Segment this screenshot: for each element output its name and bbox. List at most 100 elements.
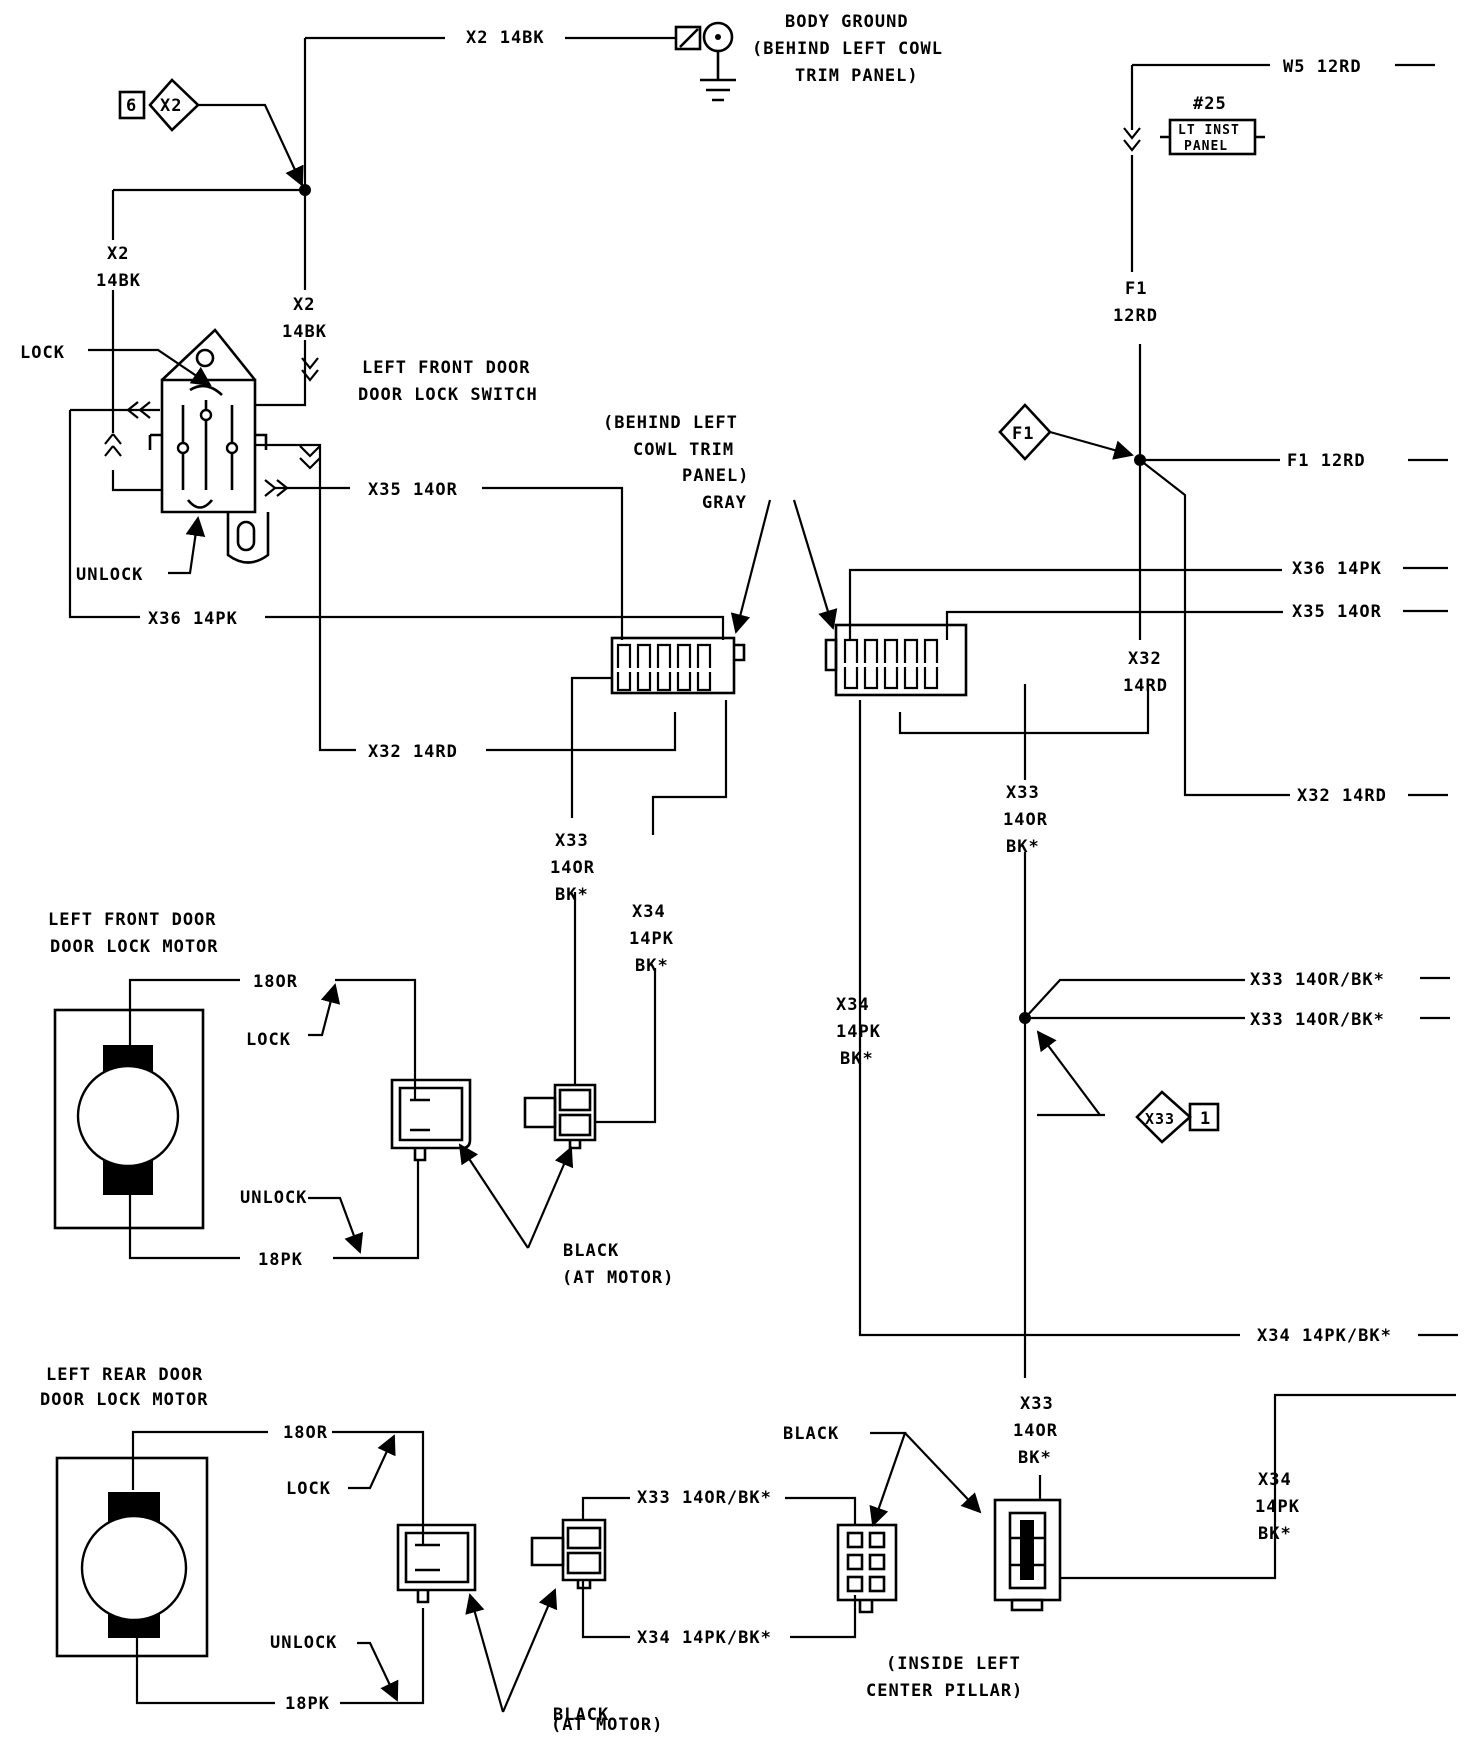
label-x33-right: X33 <box>1006 783 1040 803</box>
label-rear-18pk: 18PK <box>285 1694 330 1714</box>
diamond-x2-ref <box>118 78 200 132</box>
splices <box>299 184 1146 1024</box>
pillar-connector-large <box>993 1498 1062 1612</box>
label-fuse-25: #25 <box>1193 94 1227 114</box>
splice-f1 <box>1134 454 1146 466</box>
label-x33-right-gauge: 14OR <box>1003 810 1048 830</box>
label-x36-left: X36 14PK <box>148 609 238 629</box>
front-harness-plug <box>523 1083 597 1150</box>
label-rear-unlock: UNLOCK <box>270 1633 337 1653</box>
label-x33-bottom-bk: BK* <box>1018 1448 1052 1468</box>
left-front-motor <box>53 1008 205 1230</box>
label-lfd-switch-1: LEFT FRONT DOOR <box>362 358 531 378</box>
fuse-box-25 <box>1160 118 1265 156</box>
splice-x33 <box>1019 1012 1031 1024</box>
label-x34-center: X34 <box>836 995 870 1015</box>
label-x32-right-run: X32 14RD <box>1297 786 1387 806</box>
label-x33-orbk-2: X33 14OR/BK* <box>1250 1010 1385 1030</box>
label-front-18pk: 18PK <box>258 1250 303 1270</box>
label-diamond-x2: X2 <box>160 96 182 116</box>
cowl-connector-right <box>824 623 968 697</box>
label-cowl-1: (BEHIND LEFT <box>603 413 738 433</box>
label-cowl-gray: GRAY <box>702 493 747 513</box>
label-lf-motor-1: LEFT FRONT DOOR <box>48 910 217 930</box>
label-x33-mid-bk: BK* <box>555 885 589 905</box>
label-diamond-x33: X33 <box>1145 1110 1175 1128</box>
label-black-rear-at-motor: (AT MOTOR) <box>551 1715 663 1734</box>
splice-x2 <box>299 184 311 196</box>
label-x34-center-bk: BK* <box>840 1049 874 1069</box>
label-rear-lock: LOCK <box>286 1479 331 1499</box>
rear-harness-plug <box>530 1518 607 1590</box>
pillar-connector-small <box>836 1523 898 1614</box>
label-f1-12rd-right: F1 12RD <box>1287 451 1366 471</box>
door-lock-switch <box>148 328 270 564</box>
label-lr-motor-2: DOOR LOCK MOTOR <box>40 1390 209 1410</box>
label-black-front-at-motor: (AT MOTOR) <box>562 1268 674 1288</box>
label-body-ground: BODY GROUND <box>785 12 909 32</box>
label-x33-bottom-gauge: 14OR <box>1013 1421 1058 1441</box>
label-x34-mid-bk: BK* <box>635 956 669 976</box>
label-f1-gauge: 12RD <box>1113 306 1158 326</box>
chevrons <box>104 127 1141 497</box>
label-x34-bottom-gauge: 14PK <box>1255 1497 1300 1517</box>
diamond-x33-ref <box>1135 1090 1220 1144</box>
label-x2-mid: X2 <box>293 295 315 315</box>
label-x32-right: X32 <box>1128 649 1162 669</box>
label-cowl-3: PANEL) <box>682 466 749 486</box>
label-x32-left: X32 14RD <box>368 742 458 762</box>
body-ground-symbol <box>674 21 736 102</box>
text-labels: X2 14BK BODY GROUND (BEHIND LEFT COWL TR… <box>20 12 1392 1735</box>
label-x34-pkbk-right: X34 14PK/BK* <box>1257 1326 1392 1346</box>
label-x34-mid-gauge: 14PK <box>629 929 674 949</box>
label-x36-right: X36 14PK <box>1292 559 1382 579</box>
label-diamond-x33-num: 1 <box>1200 1109 1211 1129</box>
label-front-18or: 18OR <box>253 972 298 992</box>
label-front-lock: LOCK <box>246 1030 291 1050</box>
label-x34-center-gauge: 14PK <box>836 1022 881 1042</box>
label-cowl-2: COWL TRIM <box>633 440 734 460</box>
wires <box>68 36 1458 1705</box>
label-black-front: BLACK <box>563 1241 619 1261</box>
leader-arrows <box>88 103 1134 1713</box>
label-lfd-switch-2: DOOR LOCK SWITCH <box>358 385 538 405</box>
label-x33-mid-gauge: 14OR <box>550 858 595 878</box>
label-x2-14bk-top: X2 14BK <box>466 28 545 48</box>
label-x34-bottom: X34 <box>1258 1470 1292 1490</box>
label-rear-18or: 18OR <box>283 1423 328 1443</box>
label-x33-orbk-rear: X33 14OR/BK* <box>637 1488 772 1508</box>
label-x32-right-gauge: 14RD <box>1123 676 1168 696</box>
label-lt-inst-panel: PANEL <box>1184 139 1228 154</box>
label-w5-12rd: W5 12RD <box>1283 57 1362 77</box>
label-diamond-x2-num: 6 <box>126 96 137 116</box>
label-x33-bottom: X33 <box>1020 1394 1054 1414</box>
label-x33-right-bk: BK* <box>1006 837 1040 857</box>
label-switch-unlock: UNLOCK <box>76 565 143 585</box>
label-body-ground-trim: TRIM PANEL) <box>795 66 919 86</box>
label-switch-lock: LOCK <box>20 343 65 363</box>
label-x35-left: X35 14OR <box>368 480 458 500</box>
label-x34-bottom-bk: BK* <box>1258 1524 1292 1544</box>
label-x34-mid: X34 <box>632 902 666 922</box>
label-front-unlock: UNLOCK <box>240 1188 307 1208</box>
cowl-connector-left <box>610 636 746 695</box>
rear-motor-plug <box>396 1523 477 1604</box>
label-x2-left: X2 <box>107 244 129 264</box>
label-pillar-1: (INSIDE LEFT <box>886 1654 1021 1674</box>
label-diamond-f1: F1 <box>1012 424 1034 444</box>
diamond-f1-ref <box>998 403 1052 461</box>
label-x2-mid-gauge: 14BK <box>282 322 327 342</box>
label-lr-motor-1: LEFT REAR DOOR <box>46 1365 203 1385</box>
label-black-pillar: BLACK <box>783 1424 839 1444</box>
label-x2-left-gauge: 14BK <box>96 271 141 291</box>
left-rear-motor <box>55 1456 209 1658</box>
label-x33-mid: X33 <box>555 831 589 851</box>
label-x34-pkbk-rear: X34 14PK/BK* <box>637 1628 772 1648</box>
label-lf-motor-2: DOOR LOCK MOTOR <box>50 937 219 957</box>
label-body-ground-location: (BEHIND LEFT COWL <box>752 39 943 59</box>
label-lt-inst: LT INST <box>1178 123 1240 138</box>
front-motor-plug <box>390 1078 472 1162</box>
label-black-rear: BLACK <box>553 1705 609 1725</box>
